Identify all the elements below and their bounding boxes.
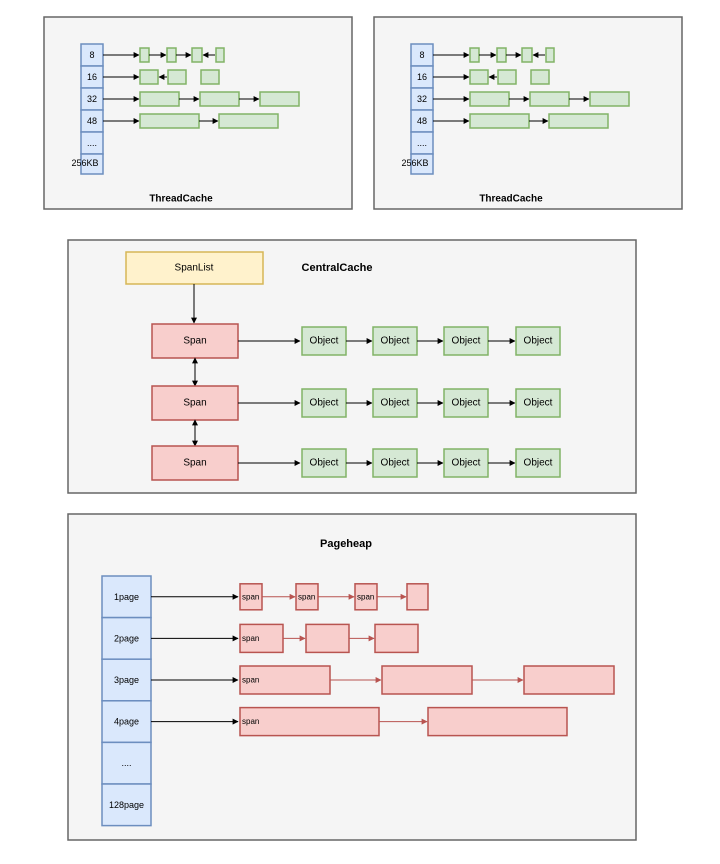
free-object-block	[139, 69, 159, 85]
object-label: Object	[310, 458, 339, 469]
page-span-block	[523, 665, 615, 695]
thread-cache-panel-2: 8 16 32 48.... 256KB ThreadCache	[373, 16, 683, 210]
page-class-label: 2page	[114, 633, 139, 643]
page-span-block	[374, 623, 419, 654]
free-object-block	[589, 91, 630, 107]
free-object-block	[200, 69, 220, 85]
size-class-label: 16	[417, 72, 427, 82]
object-label: Object	[381, 458, 410, 469]
thread-cache-title: ThreadCache	[149, 194, 213, 205]
page-span-block	[239, 623, 284, 654]
page-class-cell	[101, 700, 152, 744]
size-class-label: 48	[87, 116, 97, 126]
size-class-label: 256KB	[71, 158, 98, 168]
page-span-block	[239, 706, 380, 737]
page-class-cell	[101, 658, 152, 702]
object-label: Object	[381, 398, 410, 409]
object-label: Object	[310, 336, 339, 347]
free-object-block	[548, 113, 609, 129]
size-class-label: 256KB	[401, 158, 428, 168]
thread-cache-panel-1: 8 16 32 48.... 256KB ThreadCache	[43, 16, 353, 210]
free-object-block	[469, 47, 480, 63]
free-object-block	[469, 113, 530, 129]
span-label: Span	[183, 336, 206, 347]
page-class-label: 4page	[114, 717, 139, 727]
page-class-label: ....	[121, 758, 131, 768]
free-object-block	[218, 113, 279, 129]
page-class-label: 1page	[114, 592, 139, 602]
page-class-cell	[101, 741, 152, 785]
span-list-box	[125, 251, 264, 285]
object-box	[443, 448, 489, 478]
object-box	[301, 326, 347, 356]
free-object-block	[166, 47, 177, 63]
object-label: Object	[310, 398, 339, 409]
page-span-label: span	[357, 592, 374, 601]
object-label: Object	[381, 336, 410, 347]
free-object-block	[191, 47, 203, 63]
span-list-label: SpanList	[175, 263, 214, 274]
size-class-label: 32	[417, 94, 427, 104]
size-class-label: 8	[89, 50, 94, 60]
size-class-cell	[410, 153, 434, 175]
page-span-block	[381, 665, 473, 695]
size-class-label: 8	[419, 50, 424, 60]
page-heap-title: Pageheap	[320, 538, 372, 550]
page-class-label: 3page	[114, 675, 139, 685]
free-object-block	[497, 69, 517, 85]
central-cache-title: CentralCache	[302, 262, 373, 274]
free-object-block	[167, 69, 187, 85]
object-label: Object	[452, 336, 481, 347]
free-object-block	[139, 47, 150, 63]
object-box	[515, 326, 561, 356]
object-box	[515, 448, 561, 478]
free-object-block	[545, 47, 555, 63]
free-object-block	[215, 47, 225, 63]
page-class-label: 128page	[109, 800, 144, 810]
size-class-label: 32	[87, 94, 97, 104]
free-object-block	[199, 91, 240, 107]
page-span-block	[239, 665, 331, 695]
page-class-cell	[101, 783, 152, 827]
page-span-block	[427, 706, 568, 737]
page-span-label: span	[242, 717, 259, 726]
free-object-block	[469, 91, 510, 107]
free-object-block	[139, 113, 200, 129]
thread-cache-title: ThreadCache	[479, 194, 543, 205]
free-object-block	[521, 47, 533, 63]
object-label: Object	[452, 458, 481, 469]
span-box	[151, 385, 239, 421]
object-label: Object	[524, 458, 553, 469]
span-label: Span	[183, 458, 206, 469]
page-span-block	[305, 623, 350, 654]
free-object-block	[139, 91, 180, 107]
free-object-block	[469, 69, 489, 85]
page-span-label: span	[242, 592, 259, 601]
size-class-label: ....	[417, 138, 427, 148]
free-object-block	[529, 91, 570, 107]
span-label: Span	[183, 398, 206, 409]
page-span-label: span	[298, 592, 315, 601]
object-label: Object	[452, 398, 481, 409]
size-class-label: 48	[417, 116, 427, 126]
free-object-block	[259, 91, 300, 107]
page-span-block	[406, 583, 429, 611]
free-object-block	[530, 69, 550, 85]
page-span-label: span	[242, 676, 259, 685]
object-label: Object	[524, 336, 553, 347]
page-span-label: span	[242, 634, 259, 643]
size-class-cell	[80, 153, 104, 175]
object-label: Object	[524, 398, 553, 409]
page-heap-panel: Pageheap 1page 2page 3page 4page.... 128page s…	[67, 513, 637, 841]
span-box	[151, 445, 239, 481]
size-class-label: ....	[87, 138, 97, 148]
free-object-block	[496, 47, 507, 63]
object-box	[515, 388, 561, 418]
object-box	[443, 326, 489, 356]
span-box	[151, 323, 239, 359]
size-class-label: 16	[87, 72, 97, 82]
